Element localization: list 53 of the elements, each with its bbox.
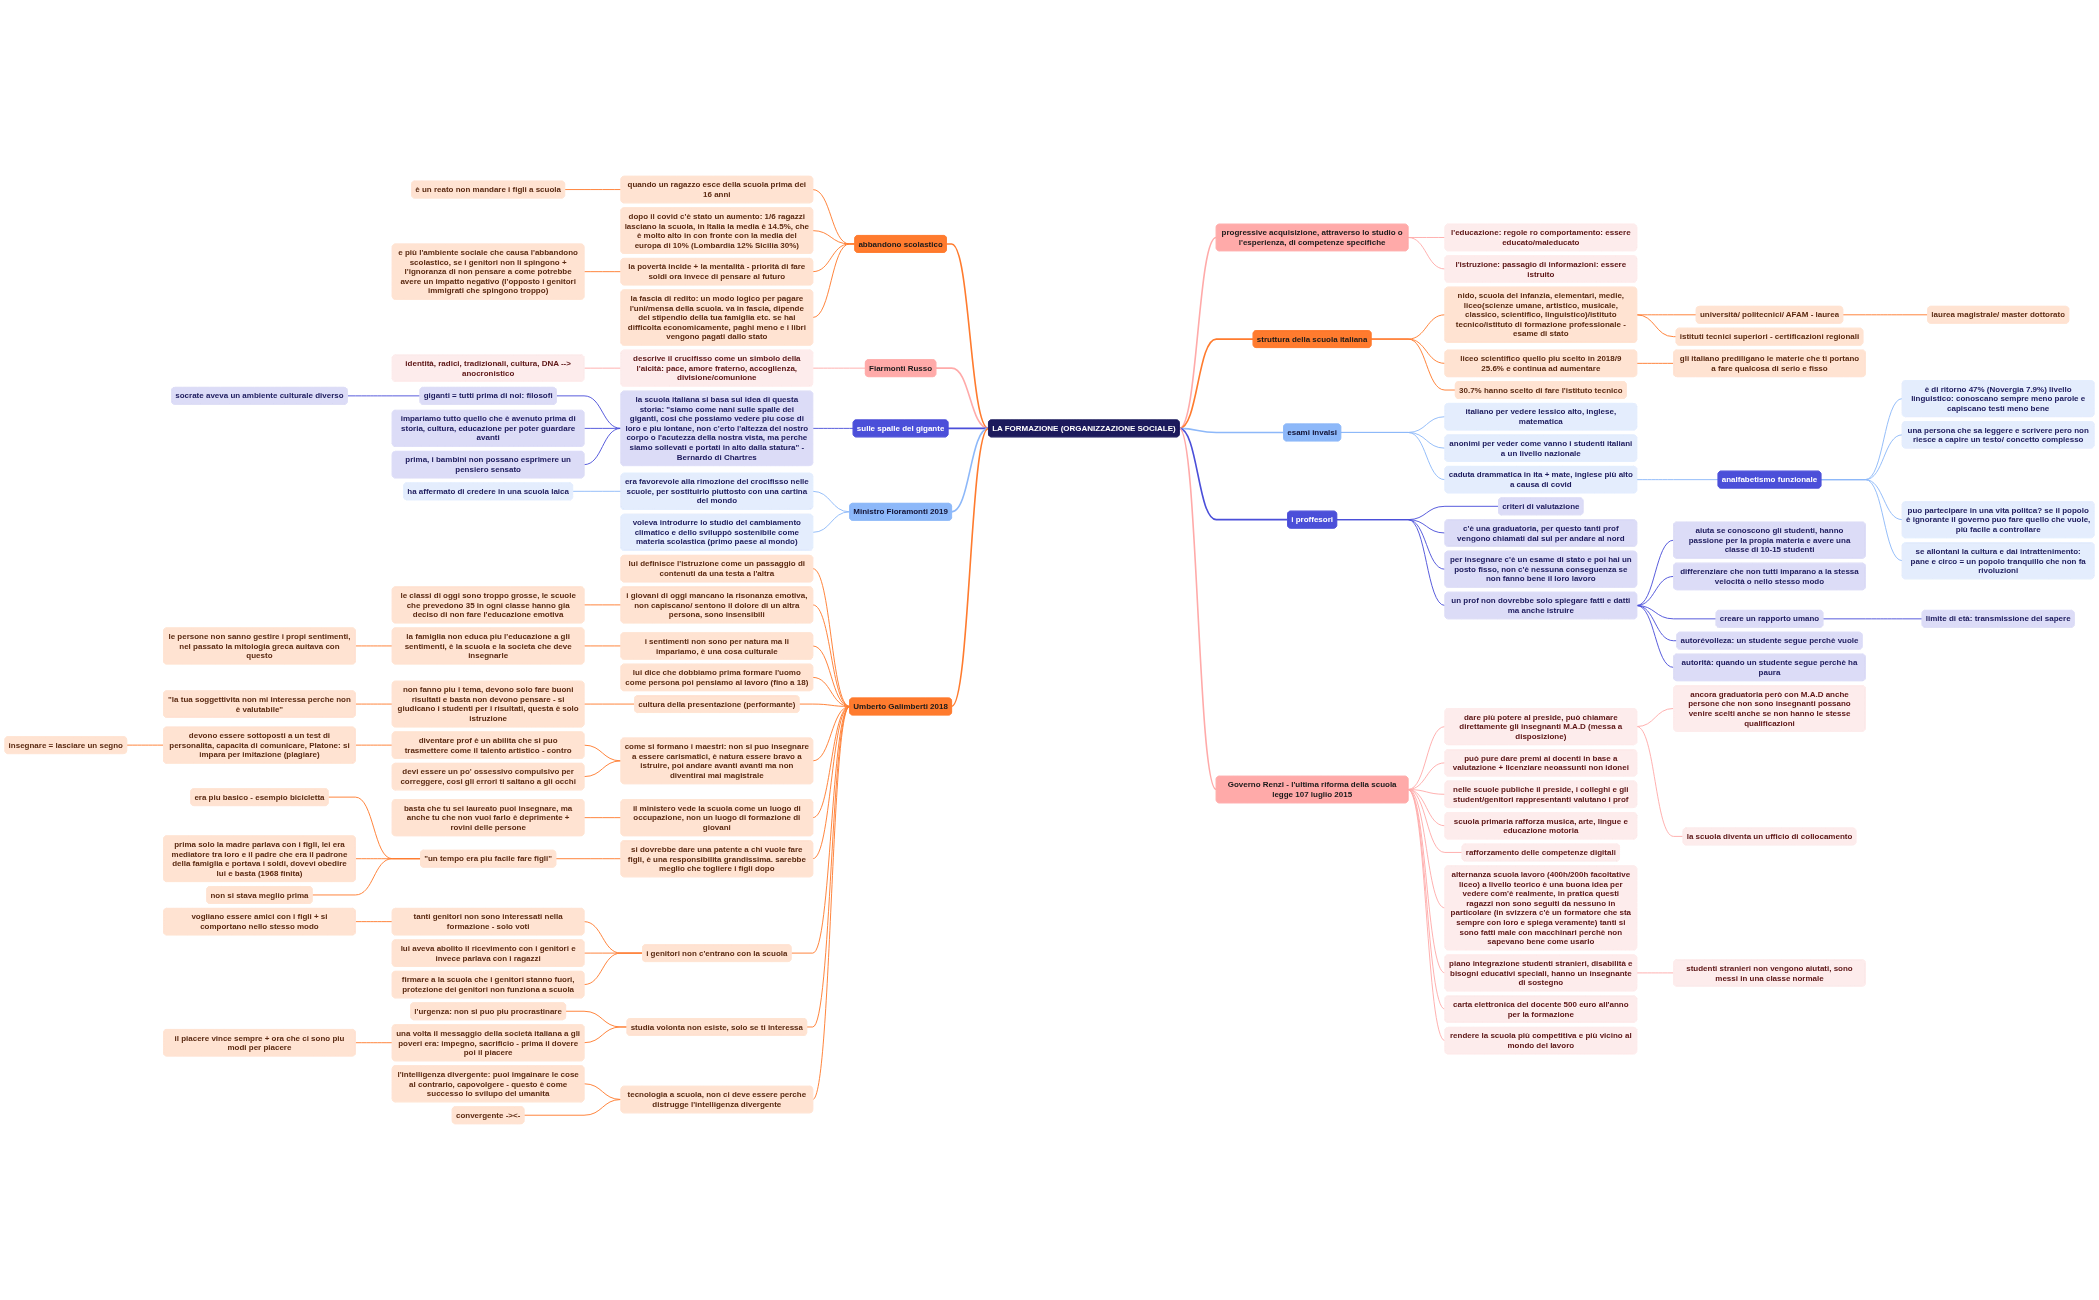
connector bbox=[354, 921, 393, 923]
connector bbox=[812, 645, 851, 707]
connector bbox=[812, 604, 851, 707]
connector bbox=[555, 395, 622, 429]
connector bbox=[1336, 519, 1446, 606]
connector bbox=[1340, 432, 1446, 481]
connector bbox=[806, 706, 851, 1028]
connector bbox=[1636, 479, 1719, 481]
connector bbox=[1407, 726, 1446, 790]
connector bbox=[812, 706, 851, 860]
connector bbox=[1636, 726, 1684, 837]
connector bbox=[935, 367, 990, 430]
connector bbox=[126, 744, 164, 746]
connector bbox=[1820, 479, 1903, 562]
connector bbox=[354, 1042, 393, 1044]
connector bbox=[583, 604, 622, 606]
connector bbox=[1842, 314, 1929, 316]
connector bbox=[523, 1099, 622, 1116]
connector bbox=[1636, 605, 1675, 668]
connector bbox=[1636, 539, 1675, 606]
connector bbox=[1178, 427, 1289, 521]
connector bbox=[583, 271, 622, 273]
connector bbox=[583, 367, 622, 369]
connector bbox=[950, 427, 990, 513]
connector bbox=[572, 490, 622, 492]
connector bbox=[555, 858, 622, 860]
connector bbox=[1636, 708, 1675, 728]
connector bbox=[346, 395, 421, 397]
connector bbox=[1370, 338, 1456, 391]
connector bbox=[1178, 236, 1218, 430]
connector bbox=[1636, 362, 1675, 364]
connector bbox=[311, 858, 421, 896]
connector bbox=[812, 568, 851, 707]
connector bbox=[1178, 338, 1254, 430]
connector bbox=[1636, 972, 1675, 974]
connector bbox=[583, 427, 622, 466]
connector bbox=[812, 427, 854, 429]
connector bbox=[583, 817, 622, 819]
connector bbox=[950, 427, 990, 708]
connector bbox=[583, 760, 622, 778]
connector bbox=[564, 189, 622, 190]
connector bbox=[1407, 237, 1446, 270]
connector bbox=[812, 511, 851, 533]
connector bbox=[354, 744, 393, 746]
connector bbox=[1822, 618, 1923, 620]
connector bbox=[812, 243, 856, 318]
connector bbox=[790, 706, 851, 954]
connector bbox=[583, 1026, 628, 1044]
connector bbox=[812, 367, 866, 369]
connector bbox=[1636, 314, 1677, 338]
connector bbox=[583, 952, 643, 986]
connector bbox=[1178, 427, 1218, 791]
connector bbox=[812, 706, 851, 1100]
